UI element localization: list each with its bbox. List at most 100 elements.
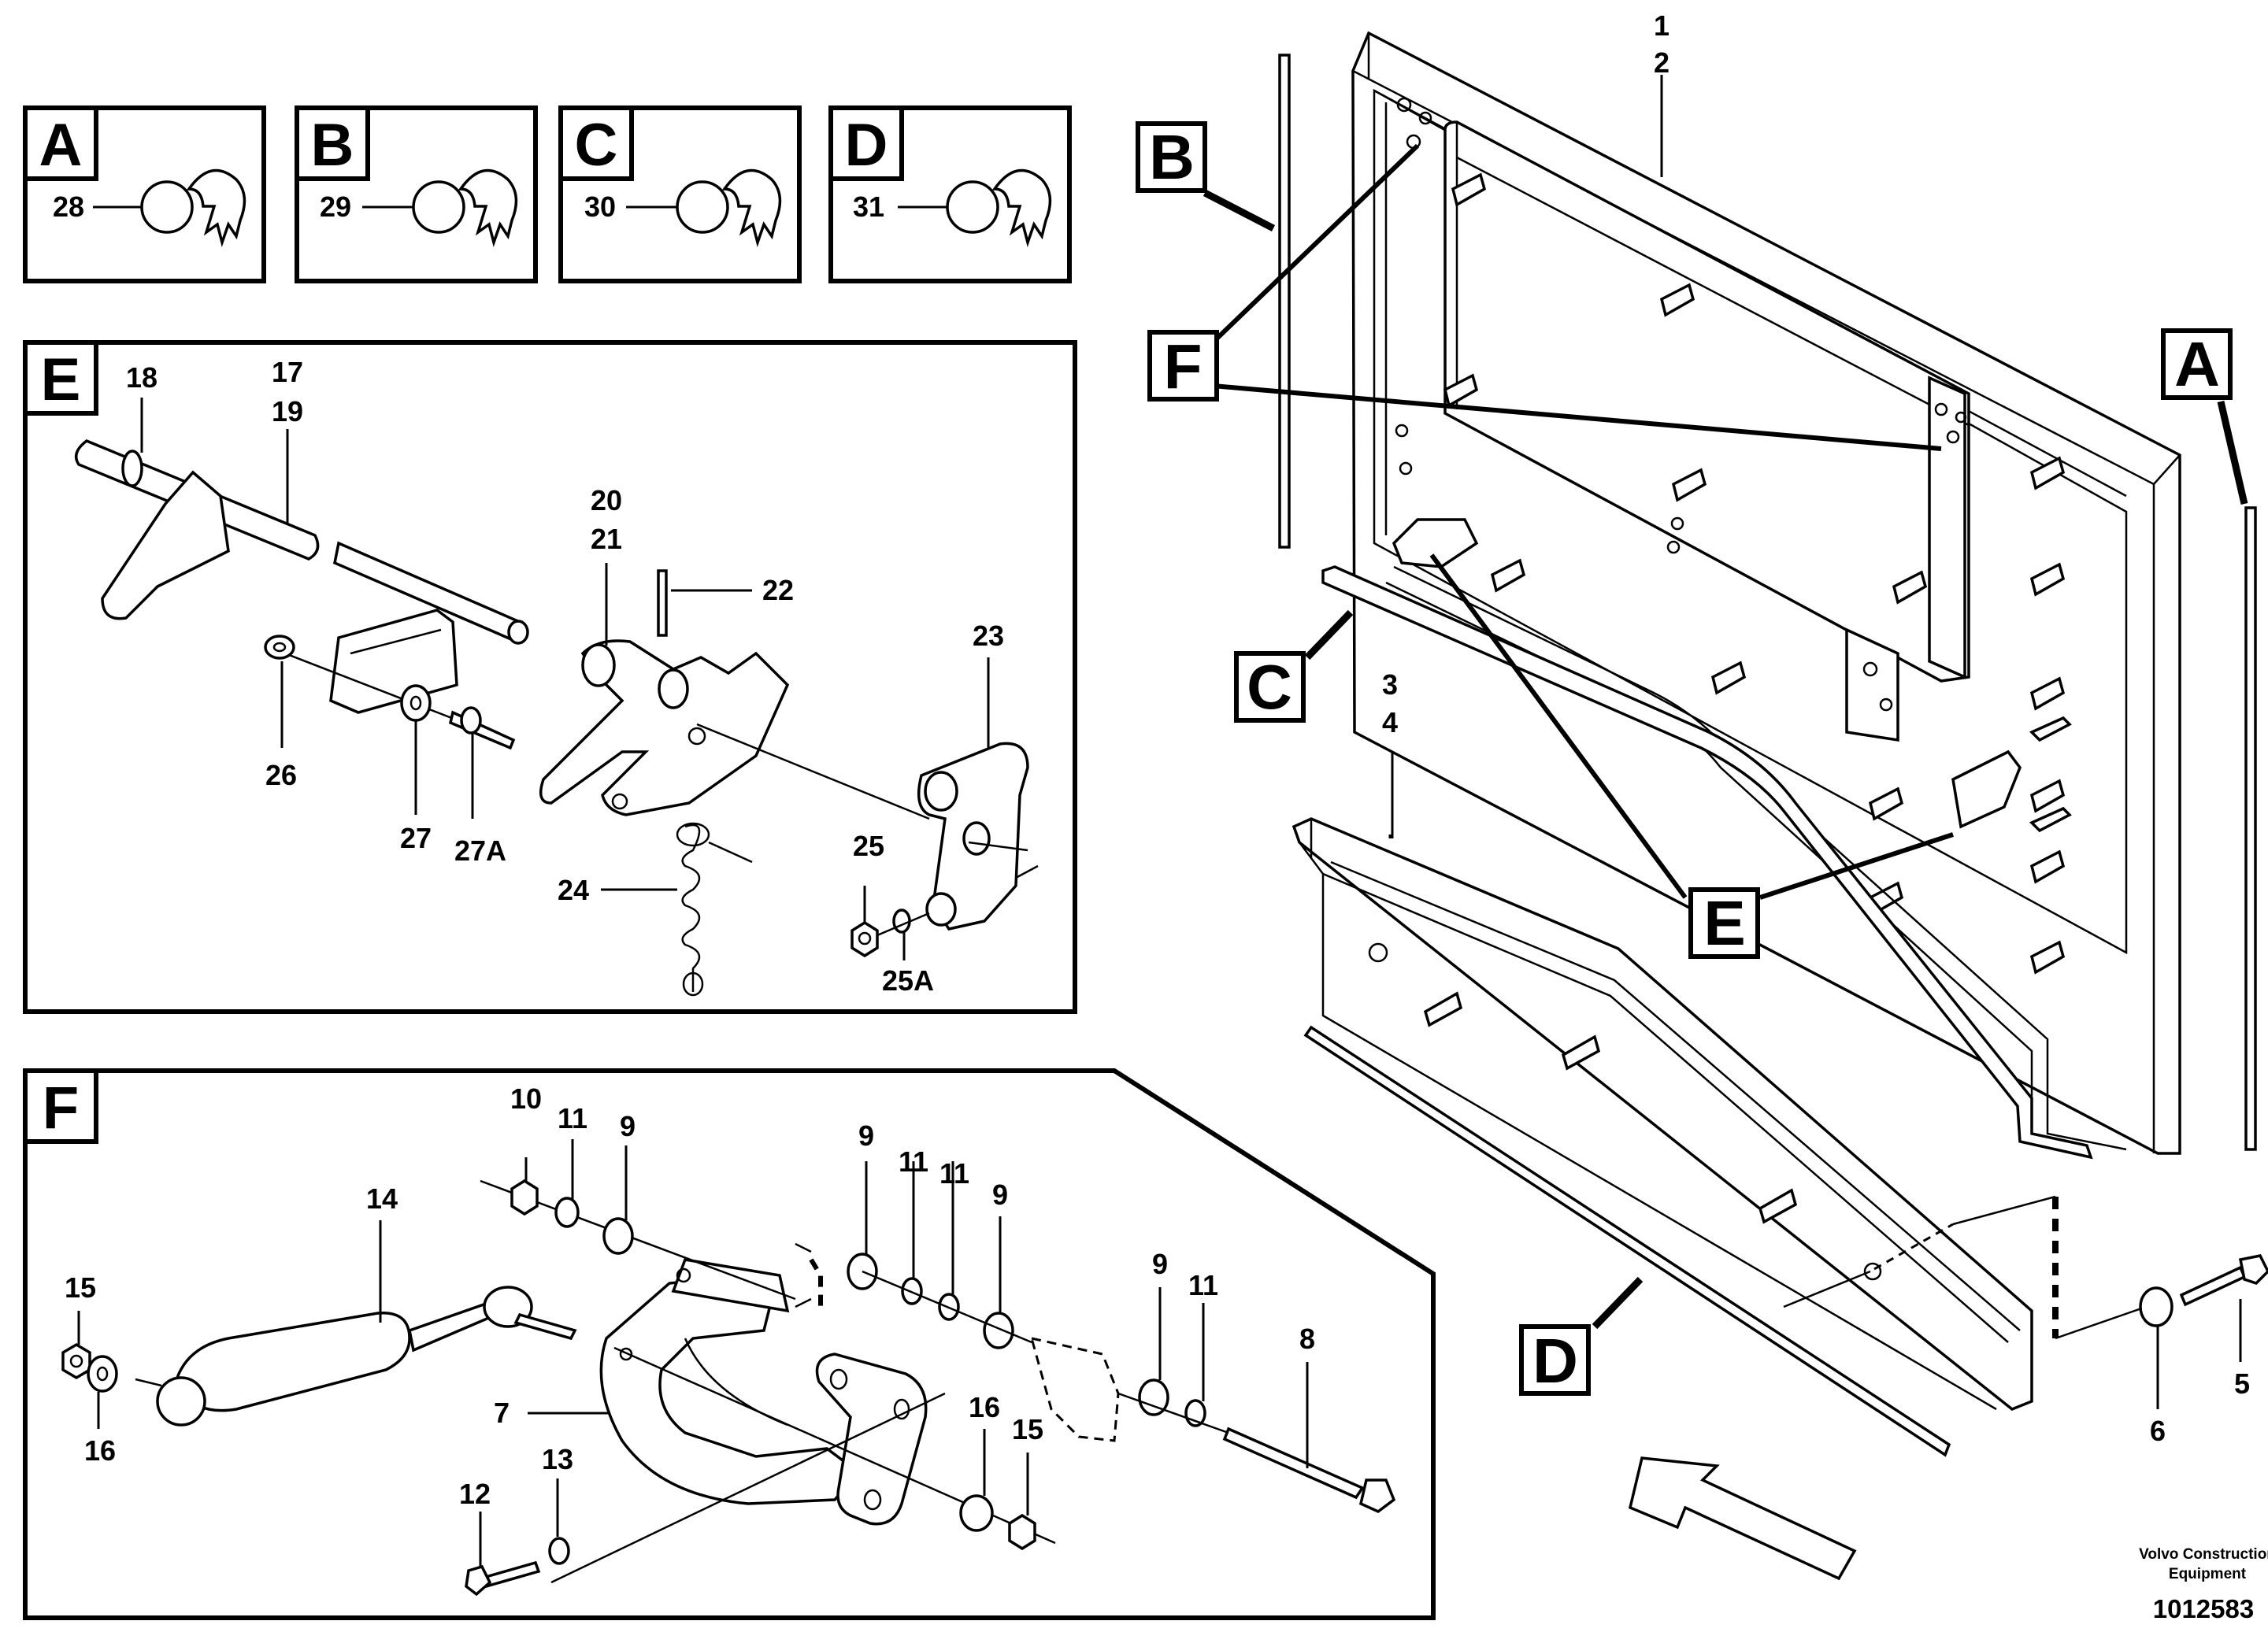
part-number-27a: 27A xyxy=(454,835,506,867)
nut-15-right xyxy=(1008,1513,1036,1551)
washer-26 xyxy=(264,635,295,660)
nut-15-left xyxy=(61,1342,91,1380)
part-number-22: 22 xyxy=(762,574,794,606)
callout-b-letter: B xyxy=(1149,122,1195,192)
seal-strip-c xyxy=(1321,565,2093,1160)
part-number-17: 17 xyxy=(272,356,303,388)
callout-f-letter: F xyxy=(1164,331,1203,402)
nut-25 xyxy=(850,920,879,958)
pin-22 xyxy=(657,569,668,637)
part-number-9-lower: 9 xyxy=(1152,1248,1168,1280)
clip-box-a-letter: A xyxy=(39,112,83,179)
detail-box-e: E xyxy=(23,340,1077,1014)
clip-box-b-letter: B xyxy=(311,112,354,179)
part-number-20: 20 xyxy=(591,484,622,516)
edge-clip-icon xyxy=(412,168,518,248)
latch-pawl xyxy=(539,639,790,816)
bolt-8 xyxy=(1222,1427,1396,1514)
latch-bracket xyxy=(329,609,458,714)
footer-company-line2: Equipment xyxy=(2169,1566,2247,1582)
part-number-8: 8 xyxy=(1299,1323,1315,1355)
dashed-spacer-right xyxy=(809,1258,823,1311)
washer-27 xyxy=(400,684,432,722)
part-number-11-upper: 11 xyxy=(558,1102,587,1134)
bolt-5 xyxy=(2179,1254,2268,1307)
detail-box-f: F xyxy=(23,1068,1436,1620)
part-number-27: 27 xyxy=(400,822,432,854)
latch-lever xyxy=(101,470,230,620)
spring-24 xyxy=(676,822,753,997)
part-number-24: 24 xyxy=(558,874,589,906)
callout-c: C xyxy=(1234,609,1354,723)
callout-e: E xyxy=(1429,553,1954,959)
drawing-number: 1012583 xyxy=(2153,1594,2254,1623)
clip-box-a: A 28 xyxy=(23,105,266,283)
callout-a: A xyxy=(2161,328,2248,505)
callout-c-letter: C xyxy=(1247,652,1292,722)
detail-box-e-letter: E xyxy=(41,346,81,413)
part-number-4: 4 xyxy=(1382,706,1398,738)
part-number-15-left: 15 xyxy=(65,1271,96,1304)
washer-11-right-a xyxy=(901,1277,923,1305)
part-number-11-right-b: 11 xyxy=(939,1157,969,1190)
bolt-27a xyxy=(448,706,516,750)
part-number-2: 2 xyxy=(1654,46,1670,79)
direction-arrow xyxy=(1628,1456,1857,1581)
clip-box-b: B 29 xyxy=(295,105,538,283)
footer: Volvo Construction Equipment 1012583 xyxy=(2139,1546,2268,1623)
bolt-12 xyxy=(465,1560,541,1597)
clip-box-c-part-number: 30 xyxy=(584,191,616,223)
mounting-plate xyxy=(815,1353,928,1526)
part-number-3: 3 xyxy=(1382,668,1398,701)
part-number-9-right-a: 9 xyxy=(858,1119,874,1152)
part-number-10: 10 xyxy=(510,1082,542,1115)
part-number-11-lower: 11 xyxy=(1188,1269,1218,1301)
callout-f: F xyxy=(1147,143,1942,451)
dashed-sleeve xyxy=(1029,1336,1120,1442)
hinge-block-23 xyxy=(917,742,1039,931)
clip-box-d: D 31 xyxy=(828,105,1072,283)
part-number-21: 21 xyxy=(591,523,622,555)
washer-16-right xyxy=(959,1494,994,1532)
washer-13 xyxy=(548,1537,570,1565)
part-number-25a: 25A xyxy=(882,964,934,997)
part-number-16-left: 16 xyxy=(84,1434,116,1467)
spacer-9-right-b xyxy=(983,1312,1014,1349)
lower-panel xyxy=(1292,817,2059,1412)
part-number-25: 25 xyxy=(853,830,884,862)
part-number-6: 6 xyxy=(2150,1415,2166,1447)
washer-16-left xyxy=(87,1355,118,1393)
part-number-11-right-a: 11 xyxy=(899,1145,928,1178)
edge-clip-icon xyxy=(946,168,1052,248)
clip-box-b-part-number: 29 xyxy=(320,191,351,223)
clip-box-d-letter: D xyxy=(845,112,888,179)
edge-clip-icon xyxy=(676,168,782,248)
edge-clip-icon xyxy=(140,168,246,248)
part-number-5: 5 xyxy=(2234,1367,2250,1400)
part-number-23: 23 xyxy=(973,620,1004,652)
clip-box-d-part-number: 31 xyxy=(853,191,884,223)
part-number-18: 18 xyxy=(126,361,158,394)
part-number-9-right-b: 9 xyxy=(992,1179,1008,1211)
frame-studs xyxy=(1443,172,2072,975)
part-number-14: 14 xyxy=(366,1182,398,1215)
detail-box-f-letter: F xyxy=(43,1075,79,1142)
part-number-15-right: 15 xyxy=(1012,1413,1043,1445)
part-number-19: 19 xyxy=(272,395,303,427)
washer-6 xyxy=(2139,1286,2174,1327)
part-number-7: 7 xyxy=(494,1397,510,1429)
callout-d: D xyxy=(1519,1276,1644,1396)
washer-25a xyxy=(892,909,911,934)
callout-d-letter: D xyxy=(1532,1326,1578,1396)
clip-box-a-part-number: 28 xyxy=(53,191,84,223)
washer-11-upper xyxy=(554,1197,580,1228)
seal-strip-d xyxy=(1303,1025,1951,1457)
part-number-16-right: 16 xyxy=(969,1391,1000,1423)
footer-company-line1: Volvo Construction xyxy=(2139,1546,2268,1563)
part-number-13: 13 xyxy=(542,1443,573,1475)
nut-10 xyxy=(510,1179,539,1216)
seal-strip-a xyxy=(2244,506,2257,1151)
callout-e-letter: E xyxy=(1703,888,1745,958)
part-number-12: 12 xyxy=(459,1478,491,1510)
